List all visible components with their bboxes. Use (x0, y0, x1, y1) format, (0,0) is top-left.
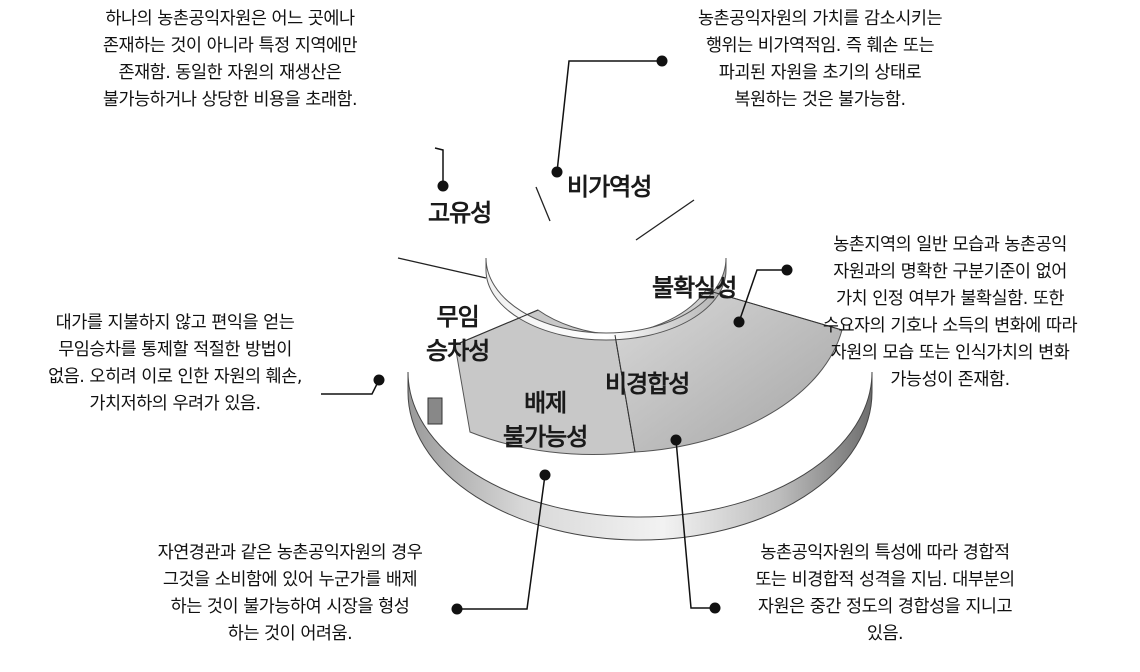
label-nonexcludable-line-2: 불가능성 (503, 423, 588, 451)
note-irreversible-line: 파괴된 자원을 초기의 상태로 (718, 63, 922, 83)
note-nonexcludable: 자연경관과 같은 농촌공익자원의 경우 그것을 소비함에 있어 누군가를 배제 … (85, 540, 495, 648)
label-inherent: 고유성 (428, 199, 492, 227)
connector-irreversible (556, 60, 662, 173)
note-uncertain-line: 수요자의 기호나 소득의 변화에 따라 (822, 316, 1078, 336)
connector-dot-inherent (437, 180, 449, 192)
ring-outer-wall (407, 371, 873, 541)
note-nonrival: 농촌공익자원의 특성에 따라 경합적 또는 비경합적 성격을 지님. 대부분의 … (700, 540, 1070, 648)
note-inherent-line: 존재함. 동일한 자원의 재생산은 (118, 63, 342, 83)
note-nonexcludable-line: 그것을 소비함에 있어 누군가를 배제 (162, 570, 418, 590)
label-freeride-line-2: 승차성 (426, 337, 490, 365)
connector-nonrival (675, 439, 715, 609)
label-irreversible: 비가역성 (567, 173, 652, 201)
note-freeride-line: 대가를 지불하지 않고 편익을 얻는 (55, 313, 295, 333)
note-irreversible: 농촌공익자원의 가치를 감소시키는 행위는 비가역적임. 즉 훼손 또는 파괴된… (640, 6, 1000, 114)
note-uncertain-line: 자원과의 명확한 구분기준이 없어 (833, 262, 1067, 282)
divider-1 (535, 186, 551, 222)
label-uncertain: 불확실성 (652, 274, 737, 302)
note-freeride: 대가를 지불하지 않고 편익을 얻는 무임승차를 통제할 적절한 방법이 없음.… (0, 310, 350, 418)
connector-dot-nonrival-a (670, 434, 682, 446)
divider-3 (397, 257, 487, 279)
connector-dot-nonexcludable-a (539, 469, 551, 481)
ring-left-block (427, 397, 443, 425)
connector-dot-uncertain-b (781, 264, 793, 276)
ring-inner-wall (485, 257, 727, 341)
connector-dot-nonrival-b (709, 602, 721, 614)
note-nonrival-line: 또는 비경합적 성격을 지님. 대부분의 (755, 570, 1015, 590)
divider-5 (614, 334, 636, 453)
note-uncertain: 농촌지역의 일반 모습과 농촌공익 자원과의 명확한 구분기준이 없어 가치 인… (765, 232, 1135, 394)
note-nonexcludable-line: 하는 것이 어려움. (227, 624, 353, 644)
connector-uncertain (738, 269, 787, 323)
note-freeride-line: 무임승차를 통제할 적절한 방법이 (58, 340, 292, 360)
connector-dot-irreversible-b (656, 55, 668, 67)
connector-inherent (434, 147, 444, 190)
note-nonrival-line: 있음. (866, 624, 904, 644)
label-freeride-line-1: 무임 (436, 303, 480, 331)
label-nonexcludable: 배제 불가능성 (503, 386, 588, 454)
connector-nonexcludable (457, 474, 546, 610)
note-nonrival-line: 자원은 중간 정도의 경합성을 지니고 (757, 597, 1013, 617)
connector-dot-nonexcludable-b (451, 603, 463, 615)
note-irreversible-line: 행위는 비가역적임. 즉 훼손 또는 (705, 36, 935, 56)
segment-nonexcludable (454, 309, 636, 455)
note-inherent-line: 불가능하거나 상당한 비용을 초래함. (102, 90, 358, 110)
note-freeride-line: 가치저하의 우려가 있음. (89, 394, 261, 414)
label-freeride: 무임 승차성 (426, 300, 490, 368)
divider-6 (705, 289, 843, 331)
segment-nonrival (614, 289, 843, 453)
note-inherent-line: 존재하는 것이 아니라 특정 지역에만 (102, 36, 358, 56)
divider-4 (454, 309, 539, 346)
label-nonrival: 비경합성 (605, 370, 690, 398)
note-irreversible-line: 복원하는 것은 불가능함. (734, 90, 906, 110)
note-inherent: 하나의 농촌공익자원은 어느 곳에나 존재하는 것이 아니라 특정 지역에만 존… (30, 6, 430, 114)
connector-dot-uncertain-a (733, 316, 745, 328)
note-uncertain-line: 자원의 모습 또는 인식가치의 변화 (830, 343, 1070, 363)
note-freeride-line: 없음. 오히려 이로 인한 자원의 훼손, (48, 367, 302, 387)
note-nonexcludable-line: 하는 것이 불가능하여 시장을 형성 (170, 597, 410, 617)
note-uncertain-line: 가치 인정 여부가 불확실함. 또한 (835, 289, 1065, 309)
label-nonexcludable-line-1: 배제 (524, 389, 567, 417)
note-nonexcludable-line: 자연경관과 같은 농촌공익자원의 경우 (157, 543, 423, 563)
connector-dot-freeride (373, 374, 385, 386)
note-uncertain-line: 농촌지역의 일반 모습과 농촌공익 (833, 235, 1067, 255)
connector-dot-irreversible-a (551, 166, 563, 178)
divider-2 (635, 199, 695, 241)
note-irreversible-line: 농촌공익자원의 가치를 감소시키는 (697, 9, 943, 29)
note-inherent-line: 하나의 농촌공익자원은 어느 곳에나 (105, 9, 355, 29)
note-nonrival-line: 농촌공익자원의 특성에 따라 경합적 (760, 543, 1010, 563)
note-uncertain-line: 가능성이 존재함. (890, 370, 1010, 390)
